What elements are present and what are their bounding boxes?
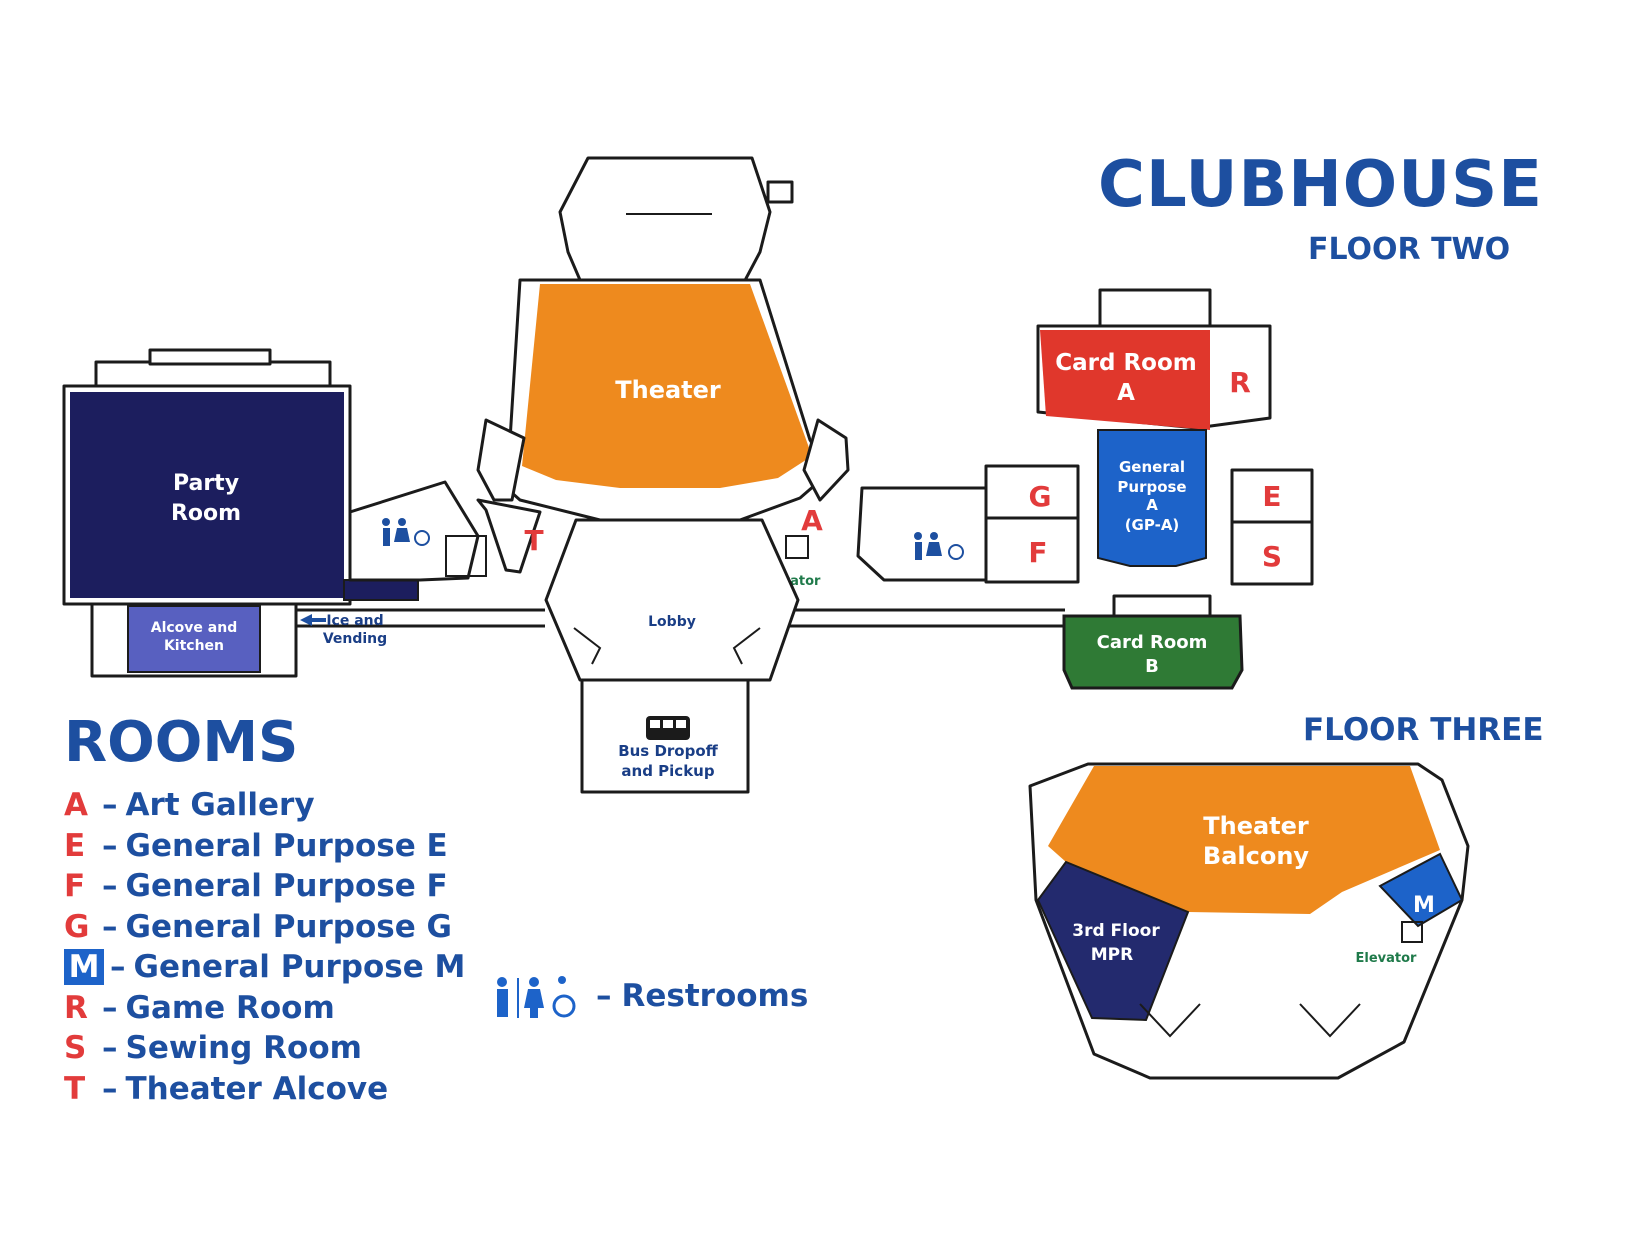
legend-label: Theater Alcove [125,1070,389,1107]
legend-dash: – [110,949,126,986]
legend-item: S–Sewing Room [64,1028,465,1069]
party-room-label-2: Room [171,501,241,526]
alcove-kitchen-room [127,605,261,673]
party-room-corridor-extension [343,579,419,601]
gp-a-label-3: A [1146,496,1158,514]
mpr-label-2: MPR [1091,945,1133,965]
card-room-a-label-1: Card Room [1055,350,1197,376]
theater-label: Theater [615,376,721,404]
party-room-label-1: Party [173,471,239,496]
legend-title: ROOMS [64,710,299,775]
lobby-label: Lobby [648,614,696,630]
restroom-icon-west [382,518,430,546]
card-room-a [1040,330,1210,430]
floor-two-title: FLOOR TWO [1308,232,1511,267]
legend-key: F [64,868,86,905]
east-wing: Card Room A R General Purpose A (GP-A) G… [856,288,1314,690]
legend-key: S [64,1030,87,1067]
elevator-icon-floor3 [1401,921,1423,943]
legend-label: Sewing Room [125,1030,362,1067]
letter-r: R [1229,366,1251,399]
legend-dash: – [102,787,118,824]
party-room-wing: Party Room Alcove and Kitchen Ice and Ve… [62,348,487,678]
main-corridor [290,608,1065,628]
theater-balcony [1048,766,1440,914]
legend-key: A [64,787,88,824]
balcony-label-2: Balcony [1203,842,1310,870]
restrooms-legend: – Restrooms [490,974,808,1018]
letter-e: E [1262,480,1281,513]
legend-key: G [64,908,90,945]
letter-a: A [801,504,823,537]
letter-f: F [1028,536,1047,569]
alcove-label-2: Kitchen [164,638,224,654]
legend-item: G–General Purpose G [64,907,465,948]
lobby-area: Lobby Bus Dropoff and Pickup [544,518,800,794]
card-room-b-label-2: B [1145,656,1159,677]
gp-a-label-4: (GP-A) [1125,516,1180,534]
legend-dash: – [102,827,118,864]
elevator-icon [785,535,809,559]
arrow-left-icon [300,614,326,626]
gp-m-room [1378,852,1464,928]
mpr-label-1: 3rd Floor [1072,921,1160,941]
legend-dash: – [102,868,118,905]
bus-label-2: and Pickup [621,762,714,780]
bus-label-1: Bus Dropoff [618,742,718,760]
card-room-a-label-2: A [1117,380,1135,406]
gp-a-label-2: Purpose [1117,478,1186,496]
floor-three-plan: Theater Balcony 3rd Floor MPR M Elevator [1028,762,1470,1080]
legend-dash: – [102,989,118,1026]
legend-key: R [64,989,88,1026]
letter-g: G [1029,480,1052,513]
legend-key: T [64,1070,86,1107]
legend-item: A–Art Gallery [64,785,465,826]
ice-vending-label-2: Vending [323,631,387,647]
legend-key: E [64,827,86,864]
floor-three-title: FLOOR THREE [1303,712,1544,748]
letter-t: T [524,524,543,557]
restrooms-dash: – [596,978,612,1014]
legend-item: F–General Purpose F [64,866,465,907]
restroom-icon-east [914,532,964,560]
theater-wing: Theater T A Elevator [476,156,850,589]
card-room-b-label-1: Card Room [1097,632,1208,653]
legend-key: M [64,949,104,986]
legend-label: General Purpose G [125,908,452,945]
legend-label: Game Room [125,989,335,1026]
bus-icon [646,716,690,740]
legend-item: R–Game Room [64,988,465,1029]
letter-m-floor3: M [1413,893,1435,918]
legend-dash: – [102,1030,118,1067]
theater-room [522,284,812,488]
alcove-label-1: Alcove and [151,620,237,636]
elevator-label-floor3: Elevator [1356,951,1418,966]
legend-label: General Purpose M [133,949,466,986]
restrooms-label: Restrooms [621,978,809,1014]
legend-item: E–General Purpose E [64,826,465,867]
legend-label: General Purpose E [125,827,448,864]
legend-label: Art Gallery [125,787,315,824]
legend-dash: – [102,1070,118,1107]
legend-item: T–Theater Alcove [64,1069,465,1110]
restroom-icon [497,976,576,1018]
letter-s: S [1262,540,1282,573]
legend-dash: – [102,908,118,945]
page-title: CLUBHOUSE [1098,148,1543,222]
balcony-label-1: Theater [1203,812,1309,840]
legend-item: M–General Purpose M [64,947,465,988]
legend-label: General Purpose F [125,868,448,905]
ice-vending-label-1: Ice and [326,613,383,629]
party-room [70,392,344,598]
gp-a-room [1097,429,1207,567]
card-room-b [1062,614,1244,690]
gp-a-label-1: General [1119,458,1185,476]
third-floor-mpr [1036,860,1190,1022]
